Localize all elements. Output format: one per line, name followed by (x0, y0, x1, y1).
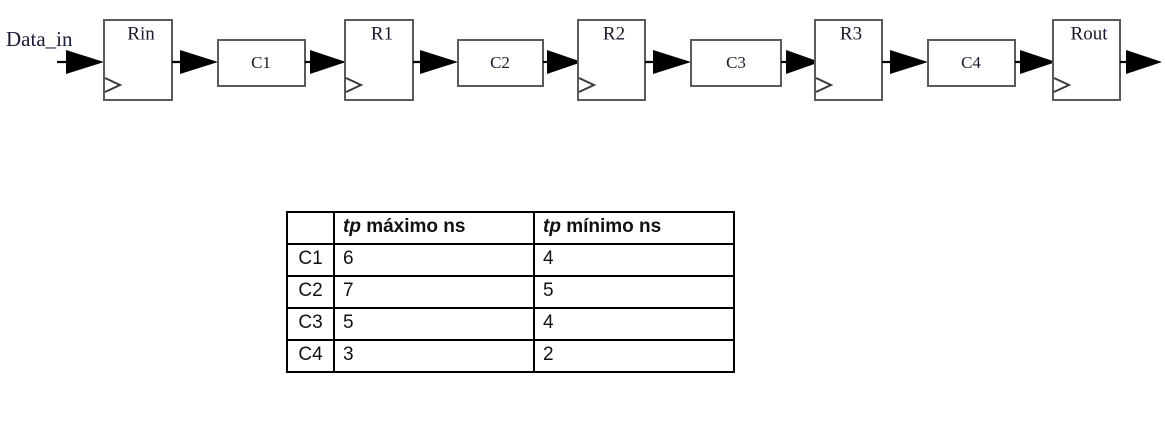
wire-rout-output (1120, 50, 1162, 74)
table-header-tp-max-text: máximo ns (360, 216, 466, 237)
register-rin: Rin (103, 19, 173, 101)
register-rin-label: Rin (127, 23, 155, 44)
wire-c4-to-rout (1015, 50, 1056, 74)
table-row: C1 6 4 (286, 243, 735, 277)
comb-block-c2-label: C2 (490, 53, 510, 72)
comb-block-c3: C3 (690, 39, 782, 87)
wire-datain-to-rin (57, 50, 104, 74)
table-header-tp-max: tp máximo ns (333, 211, 535, 245)
table-row: C4 3 2 (286, 339, 735, 373)
table-corner-header (286, 211, 335, 245)
table-header: tp máximo ns tp mínimo ns (286, 211, 735, 245)
table-body: C1 6 4 C2 7 5 C3 5 4 C4 3 2 (286, 243, 735, 373)
table-cell-c2-min: 5 (533, 275, 735, 309)
wire-rin-to-c1 (172, 50, 218, 74)
register-r2-label: R2 (603, 23, 625, 44)
table-cell-c4-max: 3 (333, 339, 535, 373)
register-rout: Rout (1052, 19, 1121, 101)
comb-block-c1-label: C1 (251, 53, 271, 72)
table-row-label-c4: C4 (286, 339, 335, 373)
table-row-label-c2: C2 (286, 275, 335, 309)
register-r3: R3 (814, 19, 883, 101)
table-cell-c2-max: 7 (333, 275, 535, 309)
table-header-row: tp máximo ns tp mínimo ns (286, 211, 735, 245)
tp-symbol-max: tp (343, 216, 361, 237)
circuit-diagram-canvas: Data_in Rin C1 (6, 19, 1162, 101)
table-row: C2 7 5 (286, 275, 735, 309)
table-cell-c1-max: 6 (333, 243, 535, 277)
tp-symbol-min: tp (543, 216, 561, 237)
table-row-label-c3: C3 (286, 307, 335, 341)
comb-block-c2: C2 (457, 39, 544, 87)
table-row: C3 5 4 (286, 307, 735, 341)
wire-r3-to-c4 (882, 50, 928, 74)
comb-block-c1: C1 (217, 39, 306, 87)
register-r2: R2 (577, 19, 646, 101)
table-cell-c4-min: 2 (533, 339, 735, 373)
register-r1: R1 (344, 19, 414, 101)
wire-c3-to-r3 (781, 50, 820, 74)
table-cell-c3-min: 4 (533, 307, 735, 341)
wire-c2-to-r2 (543, 50, 582, 74)
wire-c1-to-r1 (305, 50, 346, 74)
register-r1-label: R1 (371, 23, 393, 44)
table-cell-c1-min: 4 (533, 243, 735, 277)
table-cell-c3-max: 5 (333, 307, 535, 341)
circuit-diagram: Data_in Rin C1 (0, 0, 1165, 130)
register-rout-label: Rout (1071, 23, 1109, 44)
input-signal-label: Data_in (6, 27, 73, 51)
comb-block-c4-label: C4 (961, 53, 981, 72)
table-header-tp-min: tp mínimo ns (533, 211, 735, 245)
comb-block-c3-label: C3 (726, 53, 746, 72)
wire-r2-to-c3 (645, 50, 691, 74)
comb-block-c4: C4 (927, 39, 1016, 87)
table-header-tp-min-text: mínimo ns (560, 216, 662, 237)
wire-r1-to-c2 (413, 50, 458, 74)
register-r3-label: R3 (840, 23, 862, 44)
propagation-delay-table-container: tp máximo ns tp mínimo ns C1 6 4 C2 7 5 … (286, 211, 735, 373)
propagation-delay-table: tp máximo ns tp mínimo ns C1 6 4 C2 7 5 … (286, 211, 735, 373)
table-row-label-c1: C1 (286, 243, 335, 277)
